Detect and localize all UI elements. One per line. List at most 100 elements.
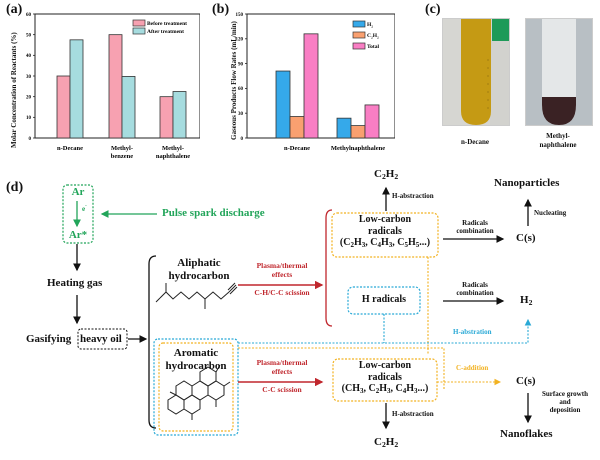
rc-top-line2: combination: [456, 227, 494, 236]
photo-label-line1: Methyl-: [546, 132, 570, 140]
lowc-bot-line3: (CH3, C2H3, C4H3...): [341, 383, 429, 395]
photo-label-methylnaphthalene: Methyl- naphthalene: [520, 132, 596, 150]
plasma-top-line2: effects: [271, 269, 293, 279]
photo-n-decane: [442, 18, 510, 126]
plasma-top-line1: Plasma/thermal: [256, 261, 308, 270]
h-abstraction-bottom-label: H-abstraction: [392, 410, 434, 418]
category-label: Methyl-: [111, 145, 133, 152]
panel-label-d: (d): [6, 180, 24, 195]
legend-swatch: [352, 31, 366, 39]
surface-growth-label: Surface growth and deposition: [530, 390, 600, 414]
aromatic-molecule-icon: [167, 364, 231, 420]
legend-label: After treatment: [147, 29, 184, 35]
category-label: benzene: [111, 153, 134, 160]
low-carbon-bottom-label: Low-carbon radicals (CH3, C2H3, C4H3...): [333, 360, 437, 395]
radicals-combination-bottom-label: Radicals combination: [446, 281, 504, 297]
low-carbon-top-label: Low-carbon radicals (C2H3, C4H3, C5H5...…: [332, 214, 438, 249]
low-carbon-bottom-box: [332, 358, 438, 402]
y-tick-label: 30: [26, 75, 32, 80]
legend-swatch: [132, 19, 146, 27]
scission-bottom-label: C-C scission: [262, 385, 302, 394]
h-radicals-label: H radicals: [361, 294, 407, 305]
plot-frame: [246, 13, 395, 139]
plasma-thermal-top-label: Plasma/thermal effects: [240, 261, 324, 279]
y-tick-label: 120: [236, 38, 244, 43]
h-abstraction-top-label: H-abstraction: [392, 192, 434, 200]
lowc-top-line2: radicals: [368, 225, 402, 237]
panel-label-b: (b): [212, 2, 230, 17]
h-abstration-blue-label: H-abstration: [453, 328, 492, 336]
aliphatic-line2: hydrocarbon: [168, 269, 230, 282]
legend-label: Total: [367, 44, 379, 50]
bar-after-treatment: [121, 76, 136, 139]
plasma-bottom-line1: Plasma/thermal: [256, 358, 308, 367]
rc-bot-line1: Radicals: [462, 281, 488, 289]
aliphatic-molecule-icon: [155, 282, 238, 309]
category-label: naphthalene: [156, 153, 190, 160]
panel-label-c: (c): [425, 2, 441, 17]
y-tick-label: 60: [238, 87, 244, 92]
y-tick-label: 30: [238, 112, 244, 117]
bar-after-treatment: [69, 39, 84, 139]
y-tick-label: 150: [236, 13, 244, 18]
y-tick-label: 90: [238, 62, 244, 67]
photo-methylnaphthalene: [525, 18, 593, 126]
h-radicals-box: [347, 286, 421, 315]
aromatic-line1: Aromatic: [173, 347, 219, 359]
radicals-combination-top-label: Radicals combination: [446, 219, 504, 235]
heating-gas-label: Heating gas: [47, 277, 103, 289]
legend-swatch: [352, 42, 366, 50]
y-tick-label: 20: [26, 95, 32, 100]
legend-label: C2H2: [367, 33, 379, 40]
nanoflakes-label: Nanoflakes: [500, 428, 553, 440]
legend-label: Before treatment: [147, 21, 187, 27]
y-tick-label: 40: [26, 54, 32, 59]
aromatic-inner-box-orange: [158, 342, 234, 432]
nucleating-label: Nucleating: [534, 209, 567, 217]
surface-line3: deposition: [549, 406, 581, 415]
ar-label: Ar: [71, 186, 85, 198]
lowc-top-line3: (C2H3, C4H3, C5H5...): [339, 237, 431, 249]
category-label: n-Decane: [57, 145, 83, 152]
plasma-thermal-bottom-label: Plasma/thermal effects: [240, 358, 324, 376]
lowc-top-line1: Low-carbon: [358, 214, 412, 225]
aromatic-hydrocarbon-label: Aromatic hydrocarbon: [160, 347, 232, 372]
legend-swatch: [132, 27, 146, 35]
y-tick-label: 0: [241, 137, 244, 142]
y-tick-label: 60: [26, 13, 32, 18]
y-tick-label: 0: [29, 137, 32, 142]
legend-swatch: [352, 20, 366, 28]
lowc-bot-line1: Low-carbon: [358, 360, 412, 371]
panel-label-a: (a): [6, 2, 23, 17]
heavy-oil-box: [77, 328, 128, 350]
c2h2-bottom-label: C2H2: [374, 436, 399, 449]
low-carbon-top-box: [331, 212, 439, 258]
category-label: Methylnaphthalene: [331, 145, 385, 152]
heavy-oil-label: heavy oil: [80, 333, 122, 345]
rc-top-line1: Radicals: [462, 219, 488, 227]
gasifying-label: Gasifying: [26, 333, 72, 345]
aromatic-line2: hydrocarbon: [165, 359, 227, 372]
h2-label: H2: [520, 294, 533, 307]
nanoparticles-label: Nanoparticles: [494, 177, 560, 189]
ar-star-label: Ar*: [68, 229, 88, 241]
bar-total: [303, 33, 319, 139]
surface-line1: Surface growth: [542, 390, 588, 398]
c-addition-label: C-addition: [456, 364, 489, 372]
bar-after-treatment: [172, 91, 187, 139]
electron-text: e: [82, 205, 86, 213]
pulse-spark-discharge-label: Pulse spark discharge: [162, 207, 265, 219]
aromatic-outer-box-blue: [153, 338, 239, 436]
bar-h2: [275, 70, 291, 139]
ar-box: [62, 184, 94, 244]
rc-bot-line2: combination: [456, 289, 494, 298]
plasma-bottom-line2: effects: [271, 366, 293, 376]
cs-top-label: C(s): [516, 232, 536, 244]
left-brace: [148, 255, 157, 429]
red-brace: [325, 209, 333, 327]
scission-top-label: C-H/C-C scission: [254, 288, 310, 297]
cs-bottom-label: C(s): [516, 375, 536, 387]
